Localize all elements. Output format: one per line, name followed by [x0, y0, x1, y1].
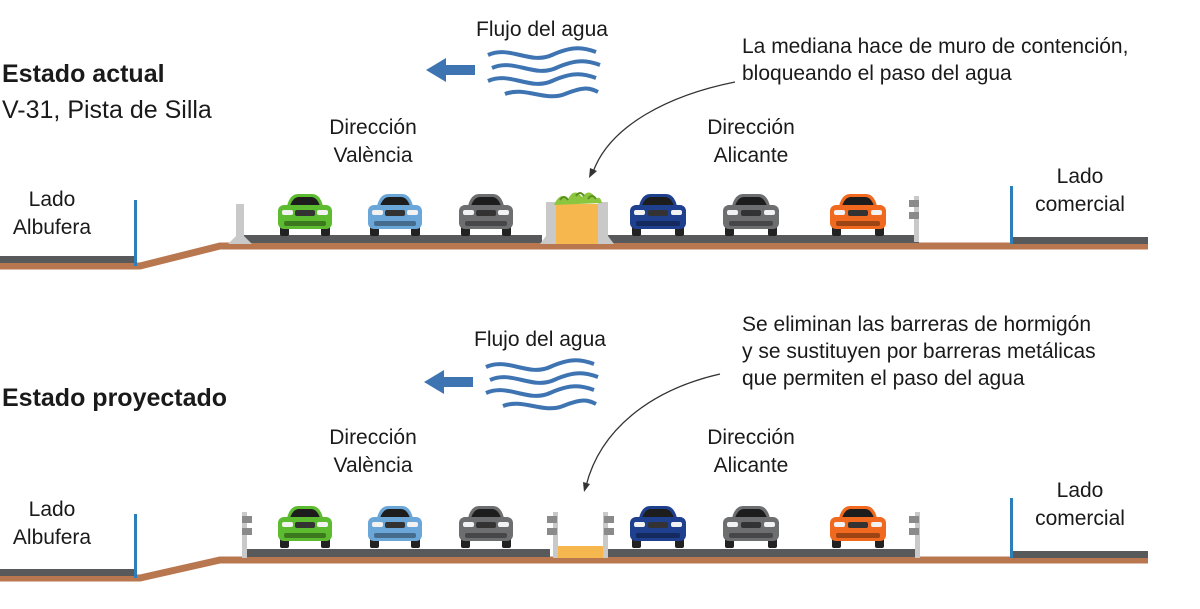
road-cross-section-proyectado	[0, 358, 1148, 582]
note-line: que permiten el paso del agua	[742, 367, 1025, 390]
side-line-1: Lado	[1056, 165, 1104, 188]
panel-title: Estado proyectado	[2, 384, 228, 412]
panel-title: Estado actual	[2, 60, 165, 88]
side-comercial-label: Lado comercial	[1026, 477, 1134, 533]
direction-alicante-label: Dirección Alicante	[696, 424, 806, 480]
direction-line-2: València	[333, 454, 413, 477]
road-left-low	[0, 569, 136, 576]
note-line: bloqueando el paso del agua	[742, 62, 1012, 85]
note-line: Se eliminan las barreras de hormigón	[742, 313, 1092, 336]
direction-line-2: València	[333, 144, 413, 167]
concrete-median-wall	[540, 192, 614, 244]
note-line: y se sustituyen por barreras metálicas	[742, 340, 1096, 363]
side-line-2: Albufera	[12, 216, 92, 239]
ground-profile	[0, 556, 1148, 582]
side-albufera-label: Lado Albufera	[6, 186, 98, 242]
road-valencia	[244, 549, 550, 557]
direction-valencia-label: Dirección València	[328, 114, 418, 170]
road-alicante	[606, 549, 920, 557]
side-comercial-label: Lado comercial	[1026, 163, 1134, 219]
panel-estado-actual: Estado actual V-31, Pista de Silla Flujo…	[0, 0, 1200, 299]
road-cross-section-actual	[0, 46, 1148, 270]
annotation-note: La mediana hace de muro de contención, b…	[742, 33, 1128, 87]
direction-line-1: Dirección	[329, 426, 417, 449]
side-line-2: comercial	[1035, 507, 1125, 530]
median-open	[556, 546, 604, 558]
pole-left	[134, 514, 137, 578]
side-line-1: Lado	[28, 498, 76, 521]
road-alicante	[607, 235, 919, 243]
car-icon	[368, 506, 422, 548]
note-line: La mediana hace de muro de contención,	[742, 35, 1129, 58]
direction-line-2: Alicante	[713, 144, 789, 167]
panel-subtitle: V-31, Pista de Silla	[2, 96, 212, 124]
road-right	[1012, 237, 1148, 244]
car-icon	[830, 506, 886, 548]
annotation-arrow	[585, 373, 721, 487]
side-line-2: comercial	[1035, 193, 1125, 216]
direction-line-1: Dirección	[707, 116, 795, 139]
side-line-1: Lado	[28, 188, 76, 211]
direction-line-1: Dirección	[707, 426, 795, 449]
metal-barrier-median-right	[603, 512, 614, 558]
direction-line-2: Alicante	[713, 454, 789, 477]
pole-left	[134, 200, 137, 266]
metal-barrier-left	[242, 512, 252, 558]
road-right	[1012, 551, 1148, 558]
road-valencia	[240, 235, 542, 243]
road-left-low	[0, 256, 136, 263]
car-icon	[278, 506, 332, 548]
car-icon	[723, 194, 779, 236]
car-icon	[630, 506, 686, 548]
car-icon	[830, 194, 886, 236]
metal-barrier-right	[909, 196, 919, 242]
car-icon	[278, 194, 332, 236]
direction-line-1: Dirección	[329, 116, 417, 139]
ground-profile	[0, 242, 1148, 270]
car-icon	[630, 194, 686, 236]
water-flow-icon	[424, 358, 599, 411]
direction-valencia-label: Dirección València	[328, 424, 418, 480]
car-icon	[368, 194, 422, 236]
water-flow-icon	[426, 46, 601, 99]
concrete-barrier-left	[228, 204, 252, 244]
pole-right	[1010, 186, 1013, 244]
panel-estado-proyectado: Estado proyectado Flujo del agua Direcci…	[0, 310, 1200, 609]
water-flow-label: Flujo del agua	[474, 328, 606, 351]
side-line-1: Lado	[1056, 479, 1104, 502]
side-albufera-label: Lado Albufera	[6, 496, 98, 552]
car-icon	[459, 506, 513, 548]
pole-right	[1010, 498, 1013, 558]
car-icon	[459, 194, 513, 236]
side-line-2: Albufera	[12, 526, 92, 549]
car-icon	[723, 506, 779, 548]
annotation-arrow	[592, 81, 736, 173]
direction-alicante-label: Dirección Alicante	[696, 114, 806, 170]
metal-barrier-median-left	[547, 512, 558, 558]
annotation-note: Se eliminan las barreras de hormigón y s…	[742, 311, 1096, 392]
metal-barrier-right	[909, 512, 920, 558]
water-flow-label: Flujo del agua	[476, 18, 608, 41]
